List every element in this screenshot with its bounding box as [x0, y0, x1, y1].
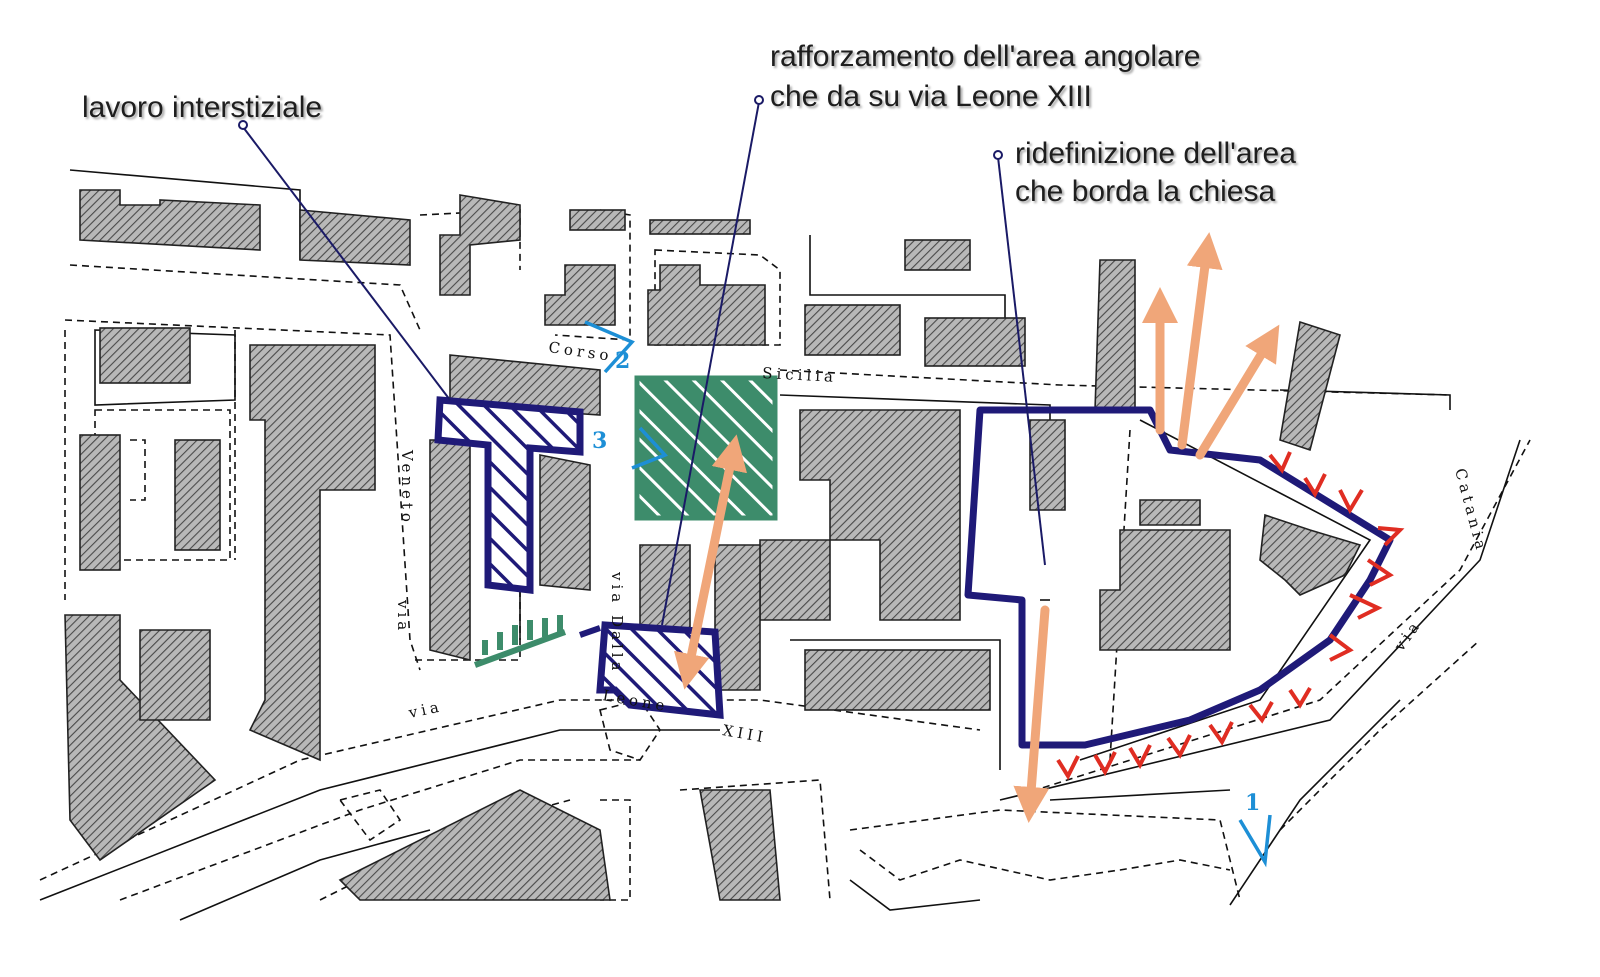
orange-arrows — [673, 232, 1280, 823]
leader-church — [997, 156, 1046, 566]
annotation-church-line1: ridefinizione dell'area — [1015, 137, 1296, 170]
street-sicilia: Sicilia — [762, 364, 838, 386]
church-area-boundary — [964, 406, 1394, 749]
street-via-catania-a: via — [1390, 616, 1425, 655]
view-number-2: 2 — [615, 348, 630, 374]
street-via-veneto-a: via — [394, 599, 412, 634]
leader-dot-church — [993, 150, 1003, 160]
street-via-leone-c: XIII — [721, 721, 768, 746]
annotation-corner-line2: che da su via Leone XIII — [770, 80, 1092, 113]
red-edge-markers — [1056, 451, 1405, 781]
view-point-1: 1 — [1238, 790, 1272, 868]
street-corso: Corso — [547, 338, 613, 365]
annotations: lavoro interstiziale rafforzamento dell'… — [82, 40, 1296, 208]
green-comb — [473, 615, 567, 668]
leader-dot-interstitial — [238, 120, 248, 130]
annotation-church-line2: che borda la chiesa — [1015, 175, 1275, 208]
leader-corner — [661, 101, 760, 626]
street-via-catania-b: Catania — [1451, 466, 1491, 554]
view-number-3: 3 — [592, 428, 607, 454]
leader-interstitial — [242, 126, 451, 401]
street-via-leone-a: via — [406, 697, 444, 722]
interstitial-intervention — [434, 396, 584, 594]
view-point-3: 3 — [592, 426, 669, 470]
view-number-1: 1 — [1245, 790, 1260, 816]
street-via-dalla: via Dalla — [608, 571, 626, 675]
annotation-leaders — [238, 95, 1046, 626]
existing-buildings — [64, 189, 1362, 901]
annotation-interstitial: lavoro interstiziale — [82, 91, 322, 124]
annotation-corner-line1: rafforzamento dell'area angolare — [770, 40, 1200, 73]
view-point-2: 2 — [584, 320, 635, 374]
leader-dot-corner — [754, 95, 764, 105]
street-via-veneto-b: Veneto — [398, 449, 416, 526]
